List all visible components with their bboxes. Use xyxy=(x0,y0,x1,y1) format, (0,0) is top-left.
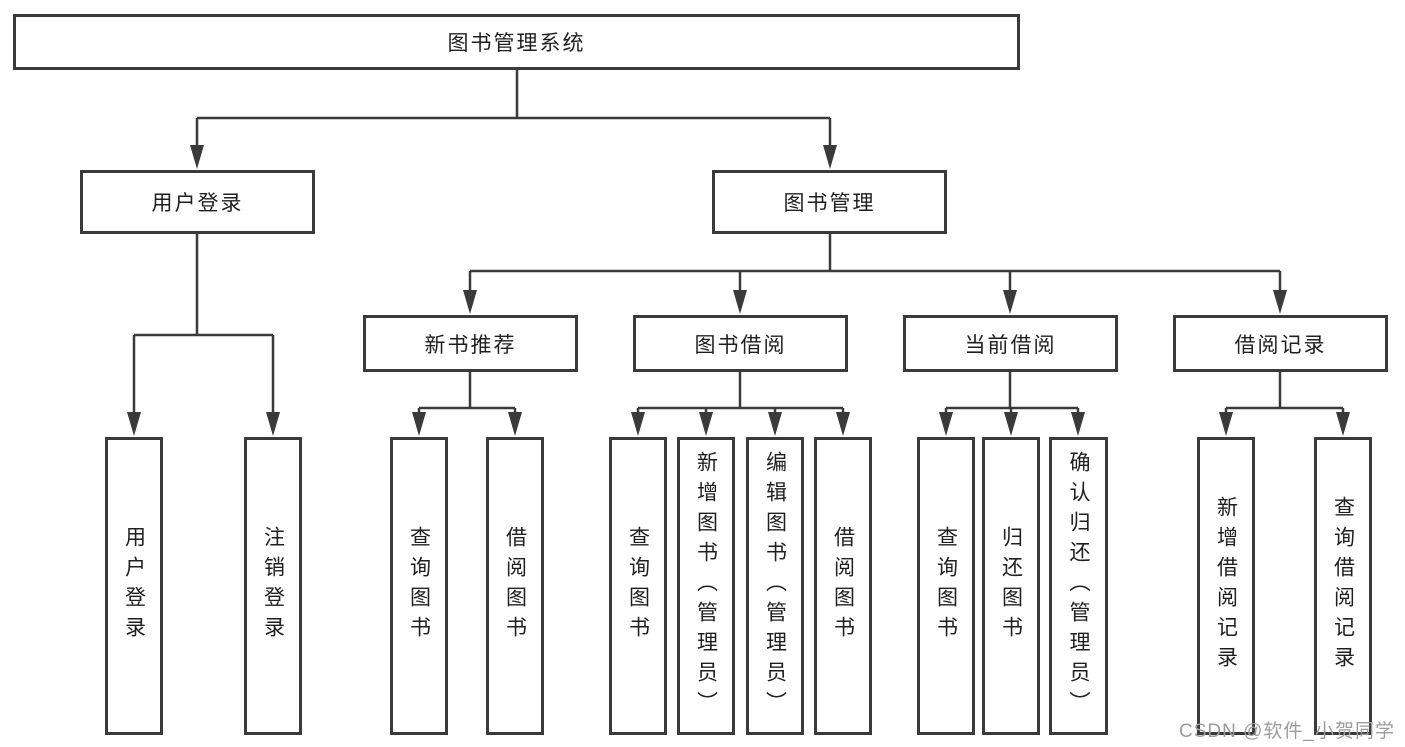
node-book-management-module: 图书管理 xyxy=(712,170,947,234)
node-book-borrowing: 图书借阅 xyxy=(633,315,848,372)
node-system-root: 图书管理系统 xyxy=(13,14,1020,70)
watermark: CSDN @软件_小贺同学 xyxy=(1179,721,1395,742)
node-new-book-recommend: 新书推荐 xyxy=(363,315,578,372)
leaf-logout: 注销登录 xyxy=(244,437,302,735)
node-user-login-module: 用户登录 xyxy=(80,170,315,234)
leaf-query-books-recommend: 查询图书 xyxy=(390,437,448,735)
leaf-add-borrow-record: 新增借阅记录 xyxy=(1197,437,1255,735)
leaf-edit-book-admin: 编辑图书（管理员） xyxy=(746,437,804,735)
leaf-confirm-return-admin: 确认归还（管理员） xyxy=(1049,437,1108,735)
leaf-add-book-admin: 新增图书（管理员） xyxy=(677,437,735,735)
node-current-borrowing: 当前借阅 xyxy=(903,315,1118,372)
leaf-user-login: 用户登录 xyxy=(105,437,163,735)
node-borrowing-records: 借阅记录 xyxy=(1173,315,1388,372)
leaf-query-books-current: 查询图书 xyxy=(917,437,975,735)
leaf-borrow-books-recommend: 借阅图书 xyxy=(486,437,544,735)
leaf-query-borrow-record: 查询借阅记录 xyxy=(1314,437,1372,735)
leaf-query-books-borrowing: 查询图书 xyxy=(609,437,667,735)
leaf-borrow-books: 借阅图书 xyxy=(814,437,872,735)
leaf-return-book: 归还图书 xyxy=(982,437,1040,735)
